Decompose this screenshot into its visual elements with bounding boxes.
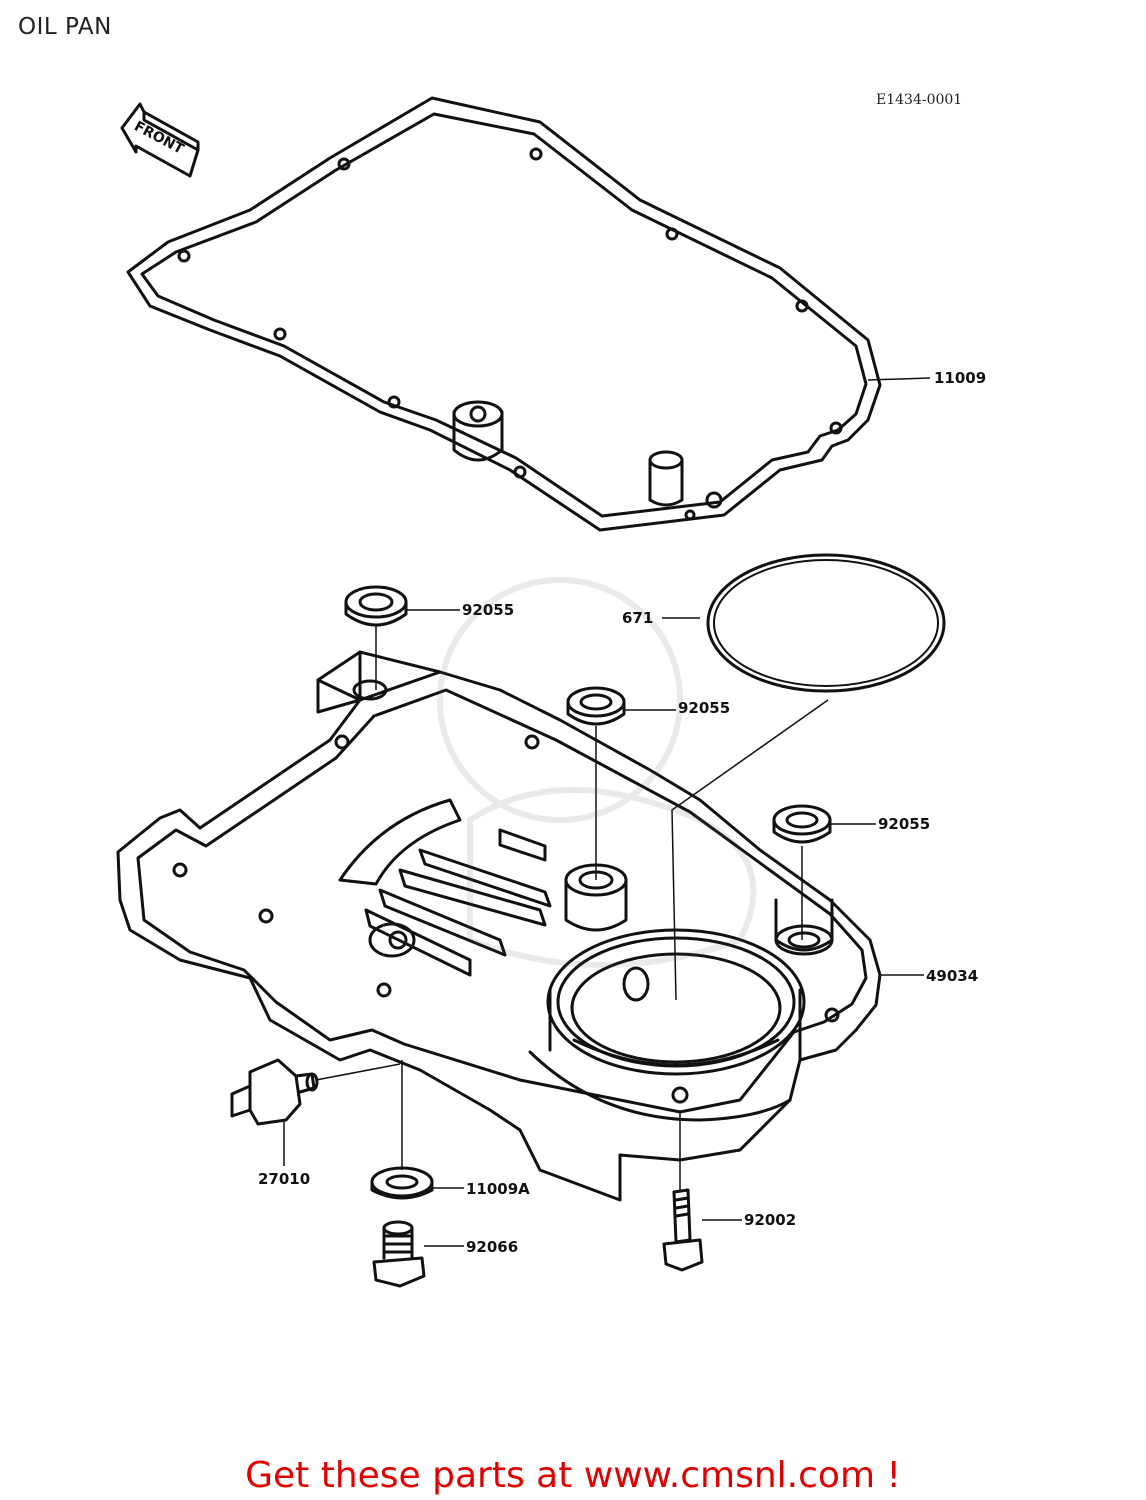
drain-plug-shape [372,1220,426,1288]
part-label-92055-a[interactable]: 92055 [462,601,515,619]
gasket-shape [126,96,882,532]
collar-shape [772,804,832,844]
switch-shape [230,1058,319,1126]
part-label-92055-b[interactable]: 92055 [678,699,731,717]
collar-shape [344,585,408,627]
part-label-92002[interactable]: 92002 [744,1211,797,1229]
drawing-code: E1434-0001 [876,92,963,108]
part-label-671[interactable]: 671 [622,609,654,627]
part-label-11009a[interactable]: 11009A [466,1180,530,1198]
part-label-92066[interactable]: 92066 [466,1238,519,1256]
exploded-diagram [116,96,946,1288]
part-label-27010[interactable]: 27010 [258,1170,311,1188]
part-label-49034[interactable]: 49034 [926,967,979,985]
front-arrow-icon [120,102,200,178]
washer-shape [370,1166,434,1200]
o-ring-shape [706,553,946,693]
page-title: OIL PAN [18,14,112,40]
collar-shape [566,686,626,726]
part-label-92055-c[interactable]: 92055 [878,815,931,833]
promo-link[interactable]: Get these parts at www.cmsnl.com ! [245,1455,901,1496]
part-label-11009[interactable]: 11009 [934,369,987,387]
bolt-shape [662,1188,704,1272]
watermark-logo [437,577,757,968]
